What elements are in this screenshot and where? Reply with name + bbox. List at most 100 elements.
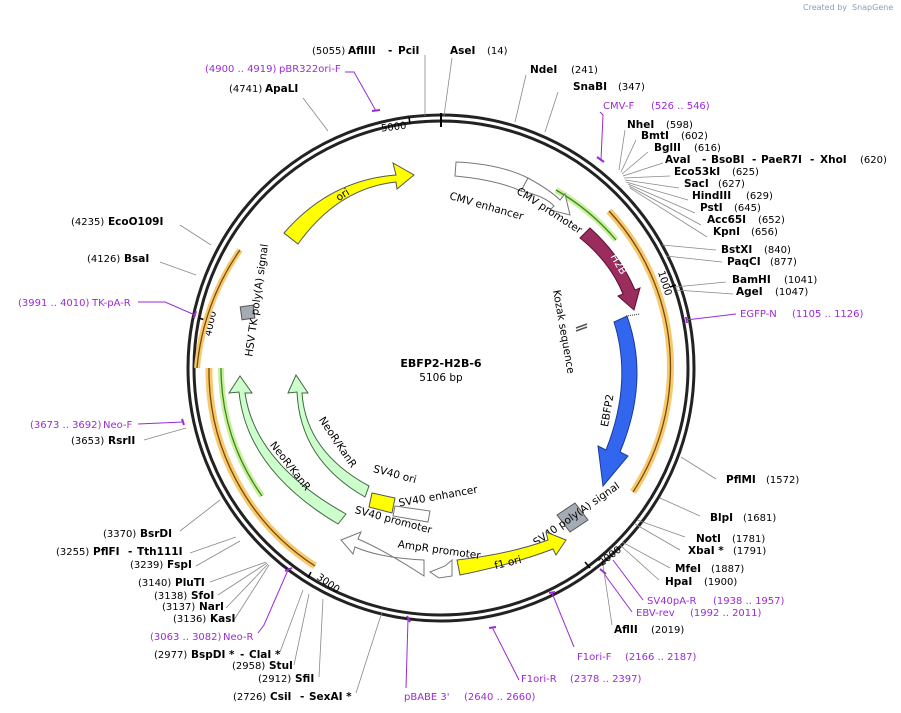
- enzyme-blpi[interactable]: BlpI: [710, 512, 733, 524]
- svg-text:(629): (629): [746, 191, 773, 202]
- enzyme-labels: (5055) AflIII - PciI AseI (14) NdeI (241…: [56, 45, 887, 703]
- enzyme-kpni[interactable]: KpnI: [713, 226, 740, 238]
- enzyme-ndeI[interactable]: NdeI: [530, 64, 557, 76]
- enzyme-pflfi[interactable]: PflFI: [93, 546, 120, 558]
- svg-text:(652): (652): [758, 215, 785, 226]
- svg-text:(4235): (4235): [71, 217, 104, 228]
- enzyme-bsobI[interactable]: BsoBI: [711, 154, 744, 166]
- enzyme-noti[interactable]: NotI: [696, 533, 721, 545]
- enzyme-clai[interactable]: ClaI *: [249, 649, 281, 661]
- enzyme-hpai[interactable]: HpaI: [665, 576, 692, 588]
- enzyme-bamhi[interactable]: BamHI: [732, 274, 771, 286]
- enzyme-nari[interactable]: NarI: [199, 601, 224, 613]
- svg-text:(627): (627): [718, 179, 745, 190]
- enzyme-agei[interactable]: AgeI: [736, 286, 763, 298]
- enzyme-tth111i[interactable]: Tth111I: [137, 546, 182, 558]
- svg-text:(656): (656): [751, 227, 778, 238]
- primer-neo-f[interactable]: Neo-F: [103, 420, 133, 431]
- svg-text:(1992 .. 2011): (1992 .. 2011): [690, 608, 762, 619]
- enzyme-ecoo109i[interactable]: EcoO109I: [108, 216, 163, 228]
- svg-text:(3138): (3138): [154, 591, 187, 602]
- feature-kozak: Kozak sequence: [550, 289, 588, 375]
- svg-text:(4741): (4741): [229, 84, 262, 95]
- enzyme-nheI[interactable]: NheI: [627, 119, 654, 131]
- primer-sv40pa-r[interactable]: SV40pA-R: [647, 596, 696, 607]
- enzyme-pluti[interactable]: PluTI: [175, 577, 205, 589]
- enzyme-snabI[interactable]: SnaBI: [573, 81, 607, 93]
- enzyme-aflIII[interactable]: AflIII: [348, 45, 376, 57]
- enzyme-paqci[interactable]: PaqCI: [727, 256, 761, 268]
- enzyme-bsai[interactable]: BsaI: [124, 253, 149, 265]
- svg-text:(347): (347): [618, 82, 645, 93]
- enzyme-mfei[interactable]: MfeI: [675, 563, 701, 575]
- enzyme-stui[interactable]: StuI: [269, 660, 293, 672]
- enzyme-xbai[interactable]: XbaI *: [688, 545, 724, 557]
- enzyme-hindiii[interactable]: HindIII: [692, 190, 731, 202]
- snapgene-logo-text: SnapGene: [852, 3, 893, 12]
- feature-sv40-enhancer[interactable]: SV40 enhancer: [392, 484, 479, 523]
- svg-text:(2726): (2726): [233, 692, 266, 703]
- enzyme-bmtI[interactable]: BmtI: [641, 130, 669, 142]
- svg-text:(1781): (1781): [732, 534, 765, 545]
- primer-neo-r[interactable]: Neo-R: [223, 632, 254, 643]
- enzyme-bstxi[interactable]: BstXI: [721, 244, 752, 256]
- enzyme-rsrii[interactable]: RsrII: [108, 435, 135, 447]
- enzyme-acc65i[interactable]: Acc65I: [707, 214, 746, 226]
- primer-egfp-n[interactable]: EGFP-N: [740, 309, 777, 320]
- enzyme-fspi[interactable]: FspI: [167, 559, 192, 571]
- kozak-label: Kozak sequence: [550, 289, 577, 375]
- primer-cmv-f[interactable]: CMV-F: [603, 101, 634, 112]
- enzyme-eco53ki[interactable]: Eco53kI: [674, 166, 720, 178]
- primer-pbr322ori-f[interactable]: pBR322ori-F: [279, 64, 341, 75]
- enzyme-xhoI[interactable]: XhoI: [820, 154, 847, 166]
- enzyme-psti[interactable]: PstI: [700, 202, 723, 214]
- enzyme-pflmi[interactable]: PflMI: [726, 474, 756, 486]
- primer-f1ori-r[interactable]: F1ori-R: [521, 674, 557, 685]
- svg-text:-: -: [300, 691, 304, 703]
- plasmid-length: 5106 bp: [419, 372, 463, 384]
- feature-ori[interactable]: ori: [283, 161, 415, 245]
- sv40-enhancer-label: SV40 enhancer: [398, 484, 479, 510]
- svg-text:(616): (616): [694, 143, 721, 154]
- svg-text:(3140): (3140): [138, 578, 171, 589]
- svg-text:(602): (602): [681, 131, 708, 142]
- feature-hsv-tk[interactable]: HSV TK poly(A) signal: [239, 243, 271, 357]
- enzyme-bglII[interactable]: BglII: [654, 142, 681, 154]
- feature-ebfp2[interactable]: EBFP2: [597, 313, 641, 488]
- primer-tk-pa-r[interactable]: TK-pA-R: [91, 298, 131, 309]
- hsv-tk-label: HSV TK poly(A) signal: [243, 243, 271, 357]
- enzyme-aflii[interactable]: AflII: [614, 624, 638, 636]
- svg-text:(1105 .. 1126): (1105 .. 1126): [792, 309, 864, 320]
- enzyme-apali[interactable]: ApaLI: [265, 83, 298, 95]
- enzyme-paer7i[interactable]: PaeR7I: [761, 154, 802, 166]
- enzyme-kasi[interactable]: KasI: [210, 613, 235, 625]
- feature-cmv-promoter[interactable]: CMV promoter: [514, 177, 585, 237]
- svg-text:(620): (620): [860, 155, 887, 166]
- svg-text:(3370): (3370): [103, 529, 136, 540]
- svg-text:(2378 .. 2397): (2378 .. 2397): [570, 674, 642, 685]
- svg-text:(2958): (2958): [232, 661, 265, 672]
- primer-labels: (4900 .. 4919) pBR322ori-F CMV-F (526 ..…: [18, 64, 864, 703]
- svg-text:(625): (625): [732, 167, 759, 178]
- enzyme-aseI[interactable]: AseI: [450, 45, 475, 57]
- enzyme-sexai[interactable]: SexAI *: [309, 691, 352, 703]
- svg-text:(526 .. 546): (526 .. 546): [651, 101, 710, 112]
- enzyme-saci[interactable]: SacI: [684, 178, 709, 190]
- enzyme-bspdi[interactable]: BspDI *: [191, 649, 235, 661]
- svg-text:(2977): (2977): [154, 650, 187, 661]
- primer-pbabe-3[interactable]: pBABE 3': [404, 692, 450, 703]
- svg-text:(1047): (1047): [775, 287, 808, 298]
- enzyme-csii[interactable]: CsiI: [270, 691, 291, 703]
- primer-f1ori-f[interactable]: F1ori-F: [577, 652, 612, 663]
- enzyme-pciI[interactable]: PciI: [398, 45, 419, 57]
- primer-ebv-rev[interactable]: EBV-rev: [636, 608, 675, 619]
- enzyme-bsrdi[interactable]: BsrDI: [140, 528, 172, 540]
- orf-arcs: [194, 187, 674, 569]
- enzyme-sfoi[interactable]: SfoI: [191, 590, 214, 602]
- enzyme-sfii[interactable]: SfiI: [295, 673, 314, 685]
- feature-sv40-polya[interactable]: SV40 poly(A) signal: [531, 480, 622, 549]
- svg-text:(14): (14): [487, 46, 508, 57]
- enzyme-avaI[interactable]: AvaI: [665, 154, 691, 166]
- svg-text:(3653): (3653): [71, 436, 104, 447]
